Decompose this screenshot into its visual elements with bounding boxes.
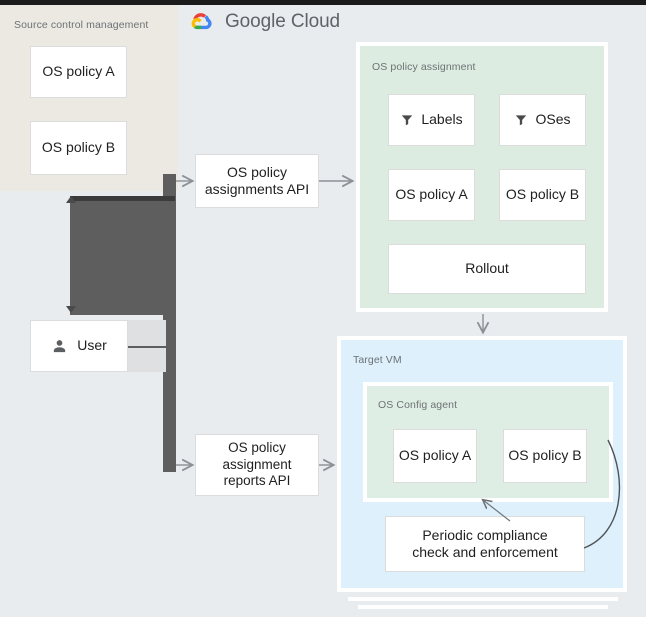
node-label: OS policy assignments API	[204, 163, 310, 197]
node-assignment-os-policy-b[interactable]: OS policy B	[499, 169, 586, 221]
node-agent-os-policy-a[interactable]: OS policy A	[393, 429, 477, 483]
node-label: OS policy B	[41, 139, 116, 156]
selection-rectangle	[70, 199, 175, 315]
node-rollout[interactable]: Rollout	[388, 244, 586, 294]
panel-label-os-policy-assignment: OS policy assignment	[372, 61, 476, 73]
node-oses-filter[interactable]: OSes	[499, 94, 586, 146]
node-scm-os-policy-b[interactable]: OS policy B	[30, 121, 127, 175]
selection-handle-top-left-icon[interactable]	[66, 196, 76, 203]
node-label: OS policy A	[395, 186, 468, 203]
panel-os-config-agent: OS Config agent OS policy A OS policy B	[363, 382, 613, 502]
user-node-extension-top	[128, 320, 166, 346]
node-agent-os-policy-b[interactable]: OS policy B	[503, 429, 587, 483]
user-node-divider	[128, 346, 166, 348]
google-cloud-wordmark: Google Cloud	[225, 11, 340, 33]
vm-stack-sheet-1	[348, 597, 618, 601]
node-label: OS policy A	[398, 447, 472, 464]
filter-funnel-icon	[516, 115, 527, 126]
node-user[interactable]: User	[30, 320, 128, 372]
panel-os-policy-assignment: OS policy assignment Labels OSes OS poli…	[356, 42, 608, 312]
wordmark-cloud: Cloud	[290, 11, 341, 32]
panel-label-os-config-agent: OS Config agent	[378, 399, 458, 411]
selection-rectangle-top-edge	[70, 196, 175, 201]
node-label: Labels	[421, 111, 463, 128]
top-black-bar	[0, 0, 646, 5]
google-cloud-logo-icon	[191, 13, 212, 30]
node-label: Rollout	[465, 260, 509, 277]
node-label: User	[77, 337, 107, 354]
node-os-policy-assignments-api[interactable]: OS policy assignments API	[195, 154, 319, 208]
node-periodic-compliance-check[interactable]: Periodic compliance check and enforcemen…	[385, 516, 585, 572]
selection-handle-bottom-left-icon[interactable]	[66, 306, 76, 313]
user-node-extension-bottom	[128, 348, 166, 372]
node-label: Periodic compliance check and enforcemen…	[412, 526, 558, 560]
node-labels-filter[interactable]: Labels	[388, 94, 475, 146]
vm-stack-sheet-2	[358, 605, 608, 609]
node-label: OS policy assignment reports API	[222, 440, 292, 489]
node-label: OS policy A	[42, 63, 115, 80]
node-label: OS policy B	[508, 447, 582, 464]
panel-label-target-vm: Target VM	[353, 354, 402, 366]
node-assignment-os-policy-a[interactable]: OS policy A	[388, 169, 475, 221]
panel-target-vm: Target VM OS Config agent OS policy A OS…	[337, 336, 627, 592]
filter-funnel-icon	[402, 115, 413, 126]
node-label: OSes	[535, 111, 571, 128]
node-os-policy-assignment-reports-api[interactable]: OS policy assignment reports API	[195, 434, 319, 496]
wordmark-google: Google	[225, 11, 286, 32]
panel-label-source-control-management: Source control management	[14, 19, 149, 31]
node-label: OS policy B	[505, 186, 580, 203]
node-scm-os-policy-a[interactable]: OS policy A	[30, 46, 127, 98]
person-icon	[54, 339, 66, 352]
google-cloud-logo: Google Cloud	[188, 10, 340, 34]
